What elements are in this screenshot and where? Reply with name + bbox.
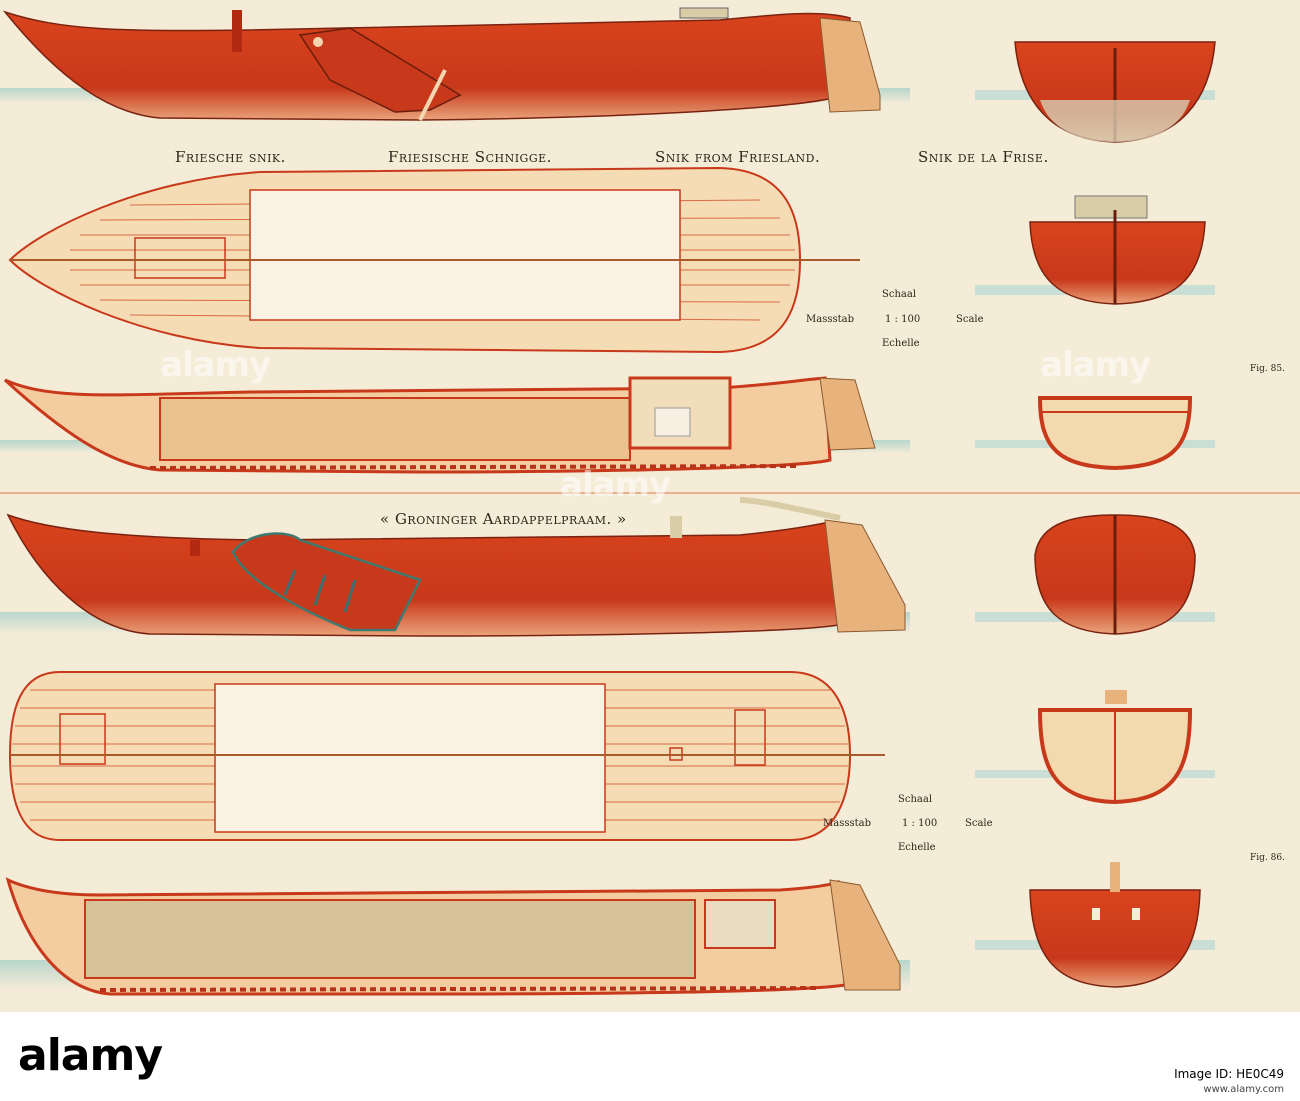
leeboard — [298, 27, 462, 113]
hawse-hole-right — [1132, 908, 1140, 920]
figure-85-label: Fig. 85. — [1250, 364, 1285, 374]
scale-top-massstab: Massstab — [806, 314, 854, 325]
cargo-hold — [84, 899, 696, 979]
snik-midship-section — [975, 396, 1215, 471]
watermark: alamy — [560, 465, 671, 505]
hull-underbody — [1040, 100, 1190, 142]
scale-top-echelle: Echelle — [882, 338, 920, 349]
leeboard — [231, 532, 422, 632]
snik-longitudinal-section — [0, 376, 910, 474]
scale-bottom-scale: Scale — [965, 818, 993, 829]
praam-midship-section — [975, 690, 1215, 805]
scale-top-schaal: Schaal — [882, 289, 917, 300]
praam-side-elevation — [0, 497, 910, 637]
footer-logo: alamy — [18, 1030, 163, 1081]
stem-head — [1110, 862, 1120, 892]
caption-groninger: « Groninger Aardappelpraam. » — [380, 510, 627, 528]
keel-planks — [99, 986, 821, 992]
ship-plate: Friesche snik. Friesische Schnigge. Snik… — [0, 0, 1300, 1012]
tiller — [739, 497, 841, 521]
scale-top-ratio: 1 : 100 — [885, 314, 921, 325]
snik-end-view-1 — [975, 41, 1216, 143]
watermark: alamy — [1040, 345, 1151, 385]
hull — [2, 10, 851, 121]
leeboard-strap-1 — [283, 569, 297, 596]
mast-step — [59, 713, 106, 765]
rudder — [824, 519, 906, 633]
stock-footer: alamy Image ID: HE0C49 www.alamy.com — [0, 1012, 1300, 1101]
hull-section — [1029, 889, 1201, 988]
chimney — [670, 516, 682, 538]
keel-planks — [149, 464, 801, 470]
deck-hatch — [679, 7, 729, 19]
cargo-hold — [159, 397, 631, 461]
footer-url: www.alamy.com — [1203, 1084, 1284, 1095]
hold-hatch — [214, 683, 606, 833]
rudder-section — [819, 377, 876, 451]
rudder — [819, 17, 881, 113]
ship-drawings — [0, 7, 1300, 996]
bitt — [1105, 690, 1127, 704]
footer-image-id: Image ID: HE0C49 — [1174, 1067, 1284, 1081]
caption-german: Friesische Schnigge. — [388, 148, 552, 166]
cabin-hatch — [734, 709, 766, 766]
scale-bottom-echelle: Echelle — [898, 842, 936, 853]
snik-end-view-2 — [975, 195, 1215, 305]
leeboard-strap-3 — [343, 579, 357, 613]
watermark: alamy — [160, 345, 271, 385]
snik-deck-plan — [8, 166, 860, 354]
cabin-window — [654, 407, 691, 437]
praam-longitudinal-section — [0, 877, 910, 996]
scale-bottom-schaal: Schaal — [898, 794, 933, 805]
caption-dutch: Friesche snik. — [175, 148, 286, 166]
hawse-hole-left — [1092, 908, 1100, 920]
scale-top-scale: Scale — [956, 314, 984, 325]
scale-bottom-ratio: 1 : 100 — [902, 818, 938, 829]
rudder-section — [829, 879, 901, 991]
leeboard-brace — [418, 69, 447, 121]
leeboard-strap-2 — [313, 574, 327, 606]
cabin — [704, 899, 776, 949]
caption-english: Snik from Friesland. — [655, 148, 821, 166]
mast-step — [134, 237, 226, 279]
praam-end-view-1 — [975, 514, 1215, 635]
praam-end-view-2 — [975, 862, 1215, 988]
snik-side-elevation — [0, 7, 910, 121]
praam-deck-plan — [8, 671, 885, 841]
mast-stub — [232, 10, 242, 52]
caption-french: Snik de la Frise. — [918, 148, 1049, 166]
leeboard-pin — [313, 37, 323, 47]
scale-bottom-massstab: Massstab — [823, 818, 871, 829]
hull — [6, 513, 839, 637]
mast-stub — [190, 540, 200, 556]
midship-section — [1037, 396, 1193, 471]
hold-hatch — [249, 189, 681, 321]
cabin-roof — [1074, 195, 1148, 219]
figure-86-label: Fig. 86. — [1250, 853, 1285, 863]
